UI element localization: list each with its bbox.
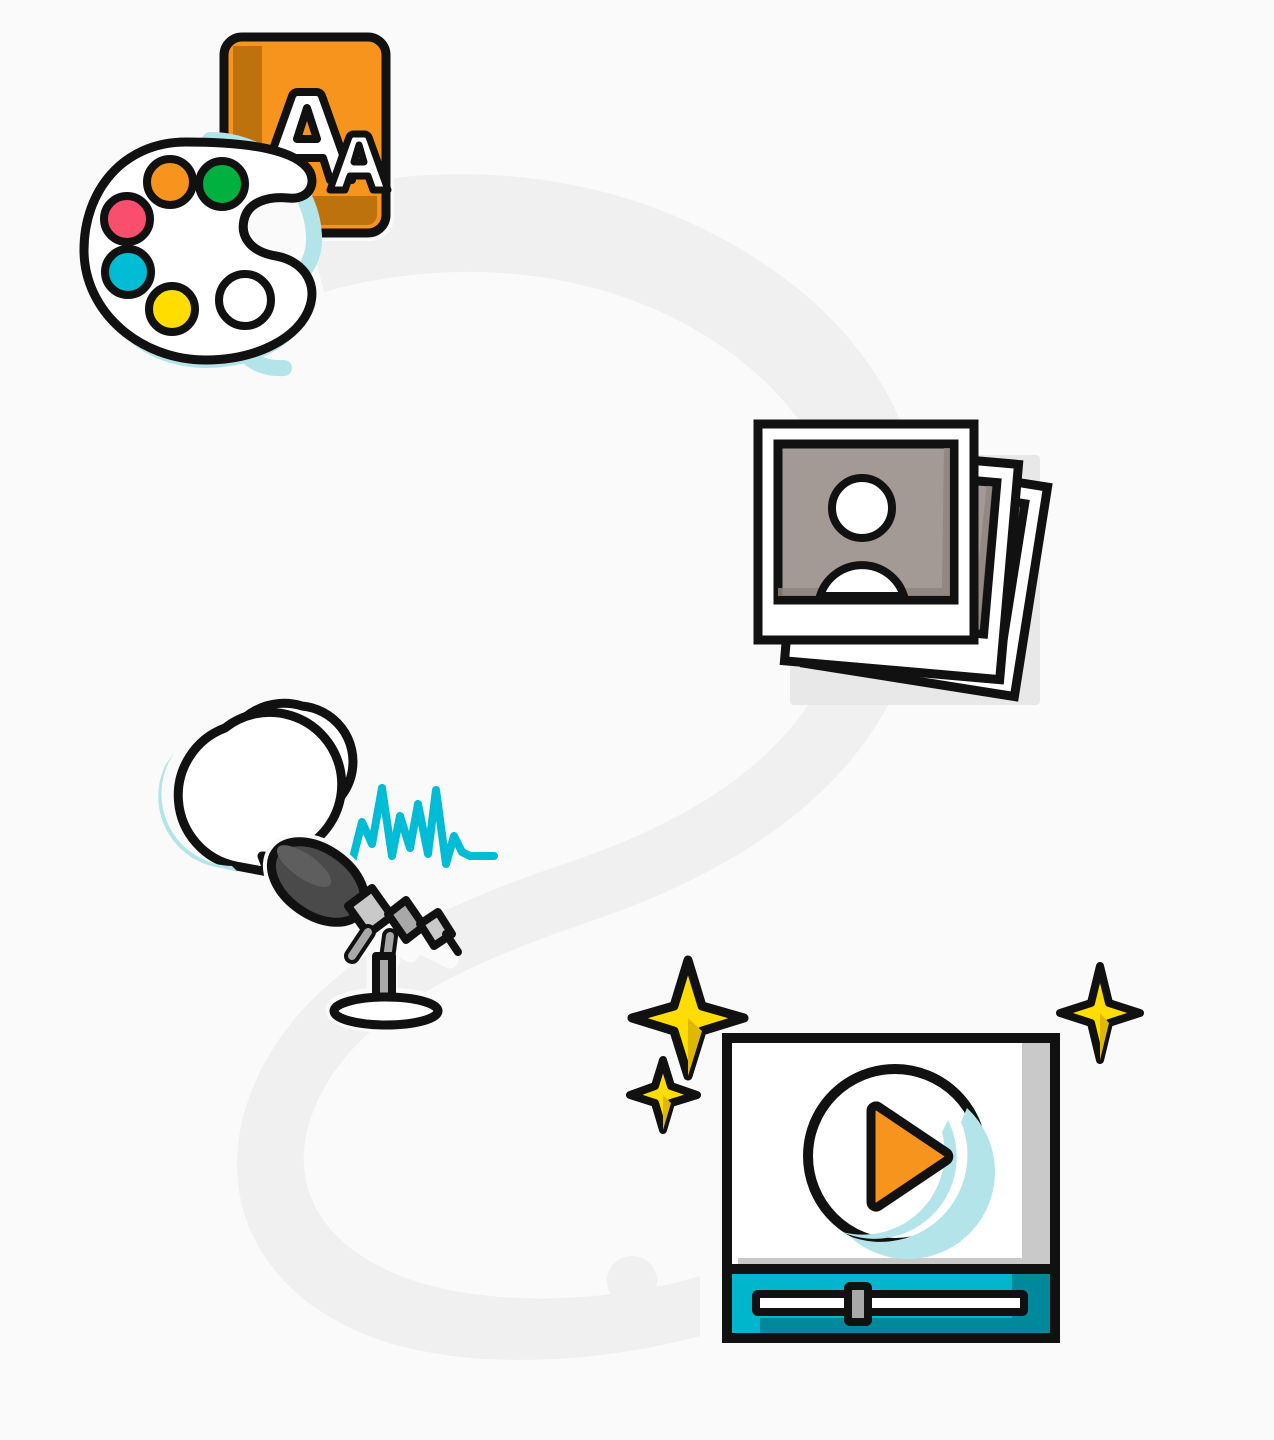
s-curve-path	[236, 174, 927, 1360]
backdrop-dot	[607, 1256, 657, 1306]
slider-thumb[interactable]	[844, 1282, 872, 1326]
photo-frame-front[interactable]	[753, 419, 979, 645]
sparkle-large-left-shade	[674, 1006, 702, 1076]
sparkle-right	[1056, 962, 1144, 1064]
microphone-head-highlight	[276, 845, 332, 887]
play-button[interactable]	[803, 1064, 996, 1260]
speech-bubble-primary[interactable]	[151, 707, 347, 877]
microphone-clamp	[348, 928, 372, 960]
sparkle-large-left	[627, 955, 749, 1081]
orange-well[interactable]	[143, 155, 197, 209]
speech-bubble-primary-shade	[158, 752, 238, 872]
empty-well[interactable]	[215, 270, 275, 330]
sparkle-small-left-shade	[663, 1095, 671, 1130]
green-well[interactable]	[195, 157, 249, 211]
microphone-icon[interactable]	[256, 825, 462, 1033]
person-body-icon	[816, 561, 908, 600]
play-button-crescent-2	[842, 1120, 957, 1239]
slider-track[interactable]	[752, 1290, 1028, 1316]
sparkle-right-shade	[1100, 1013, 1109, 1060]
yellow-well[interactable]	[145, 282, 199, 336]
play-button-crescent	[849, 1108, 996, 1260]
person-head-icon	[828, 474, 896, 542]
s-curve-band	[236, 174, 927, 1360]
audio-waveform-icon	[344, 780, 502, 872]
audio-waveform-line	[348, 784, 498, 868]
typography-glyph-small	[326, 130, 392, 194]
video-progress-slider[interactable]	[752, 1282, 1028, 1326]
video-controls-bar-shade	[760, 1274, 1050, 1333]
play-triangle-icon	[866, 1101, 954, 1212]
pink-well[interactable]	[100, 192, 154, 246]
microphone-cable	[442, 930, 462, 956]
cyan-well[interactable]	[101, 245, 155, 299]
color-palette[interactable]	[78, 132, 323, 377]
sparkle-small-left	[626, 1056, 701, 1134]
video-player-frame[interactable]	[722, 1033, 1060, 1343]
microphone-base	[329, 992, 443, 1030]
